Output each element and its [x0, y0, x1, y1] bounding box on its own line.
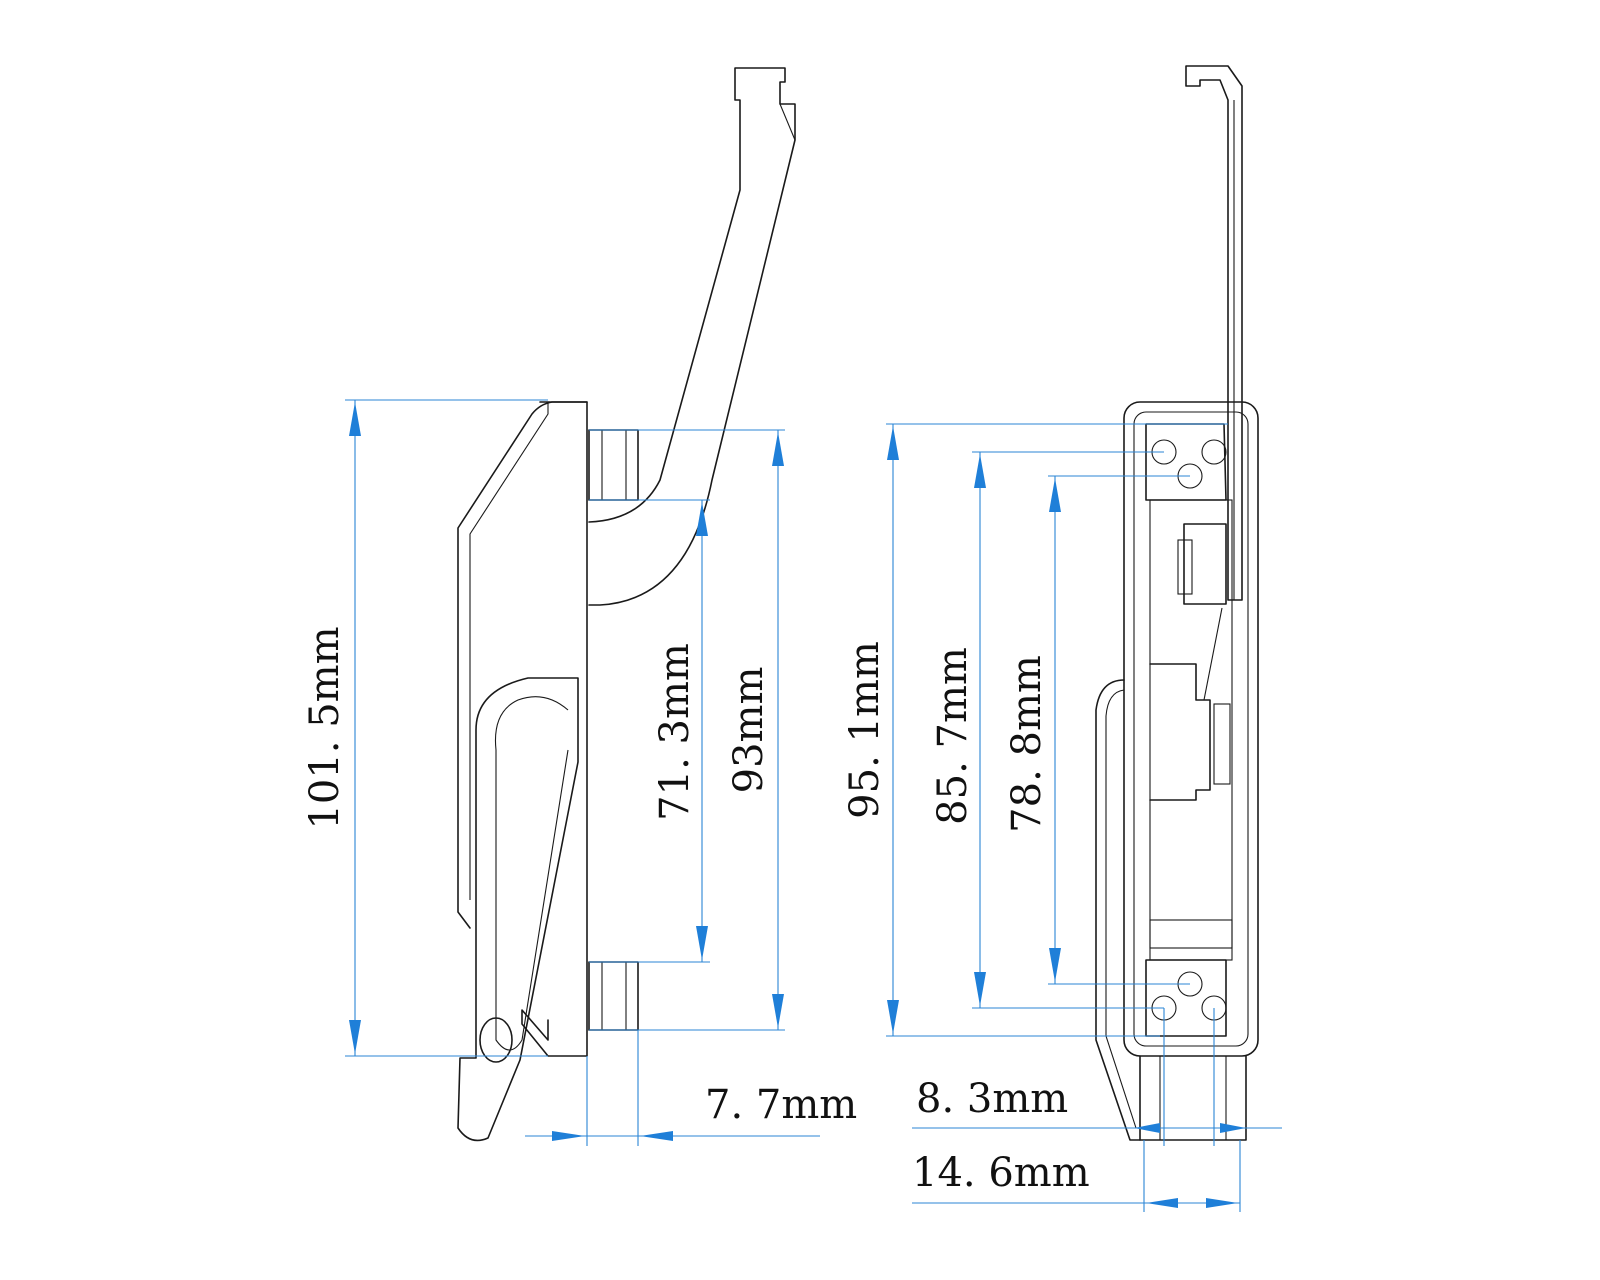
front-top-hole-right	[1201, 439, 1227, 465]
front-hook-bar	[1185, 65, 1243, 601]
dim-label-71-3: 71. 3mm	[652, 643, 698, 821]
dim-label-95-1: 95. 1mm	[842, 641, 888, 819]
front-housing-inner	[1133, 411, 1249, 1047]
front-catch-block-inner	[1177, 539, 1193, 595]
dim-outer-hole-spacing-front: 85. 7mm	[930, 451, 1164, 1009]
side-body-outline	[457, 401, 588, 929]
dim-mount-hole-spacing-side: 71. 3mm	[589, 499, 710, 963]
side-body-inner	[469, 402, 549, 900]
front-slot-window	[1149, 919, 1233, 949]
side-lever-pivot	[479, 1017, 513, 1063]
front-housing-outer	[1123, 401, 1259, 1057]
dim-base-thickness-side: 7. 7mm	[525, 1030, 857, 1146]
side-lever	[457, 677, 579, 1142]
side-lever-inner	[494, 696, 569, 1051]
dim-inner-hole-spacing-front: 78. 8mm	[1004, 475, 1190, 985]
dim-label-85-7: 85. 7mm	[930, 647, 976, 825]
front-side-lever	[1095, 679, 1141, 1141]
dim-offset-front: 8. 3mm	[912, 1008, 1282, 1146]
front-linkage	[1203, 607, 1223, 701]
front-view-latch	[1095, 65, 1259, 1141]
side-hook-arm-ridge	[779, 103, 796, 141]
front-pivot-pin	[1213, 703, 1231, 785]
side-upper-stud	[588, 429, 639, 501]
front-catch-block	[1183, 523, 1227, 605]
dim-label-78-8: 78. 8mm	[1004, 655, 1050, 833]
side-view-latch	[457, 67, 796, 1142]
dim-label-8-3: 8. 3mm	[916, 1076, 1068, 1122]
dim-label-93: 93mm	[726, 667, 772, 794]
dim-overall-height-side: 101. 5mm	[302, 399, 548, 1057]
dim-stud-spacing-side: 93mm	[589, 429, 785, 1031]
side-hook-arm	[588, 67, 796, 606]
dim-label-101-5: 101. 5mm	[302, 626, 348, 829]
dim-label-14-6: 14. 6mm	[912, 1150, 1090, 1196]
front-foot	[1139, 1055, 1247, 1141]
dim-body-width-front: 14. 6mm	[912, 1140, 1241, 1212]
front-slot	[1149, 499, 1233, 961]
dim-label-7-7: 7. 7mm	[705, 1082, 857, 1128]
dim-overall-height-front: 95. 1mm	[842, 423, 1228, 1037]
side-base-plate	[521, 401, 588, 1057]
front-pivot-bracket	[1149, 663, 1211, 801]
front-side-lever-inner	[1105, 689, 1137, 1129]
side-lower-stud	[588, 961, 639, 1031]
